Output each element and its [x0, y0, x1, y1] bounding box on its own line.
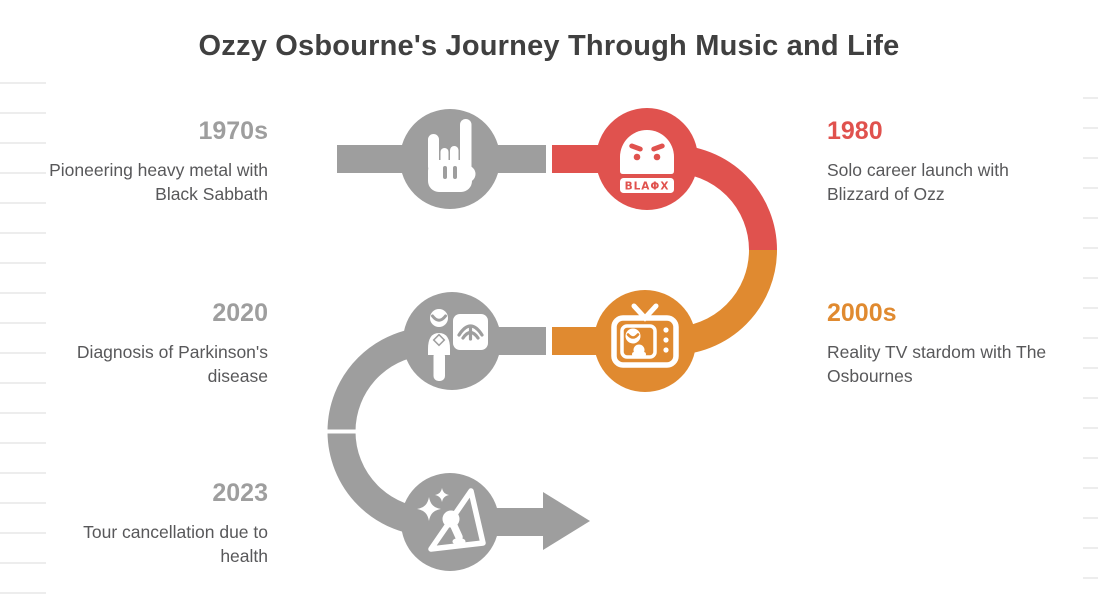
milestone-2023: 2023 Tour cancellation due to health	[43, 478, 268, 568]
milestone-year: 1970s	[198, 117, 268, 145]
milestone-1980: 1980 Solo career launch with Blizzard of…	[827, 116, 1052, 206]
stage-mic-sparkle-icon	[417, 488, 486, 552]
milestone-description: Tour cancellation due to health	[83, 522, 268, 566]
milestone-description: Pioneering heavy metal with Black Sabbat…	[49, 160, 268, 204]
timeline-node-2000s	[594, 290, 696, 392]
page-title: Ozzy Osbourne's Journey Through Music an…	[198, 30, 900, 62]
milestone-year: 2020	[212, 299, 268, 327]
ruled-lines-left	[0, 82, 46, 594]
angry-mask-icon: BLAΦX	[620, 130, 674, 193]
milestone-year: 2023	[212, 479, 268, 507]
milestone-description: Solo career launch with Blizzard of Ozz	[827, 160, 1009, 204]
timeline-connectors	[324, 145, 777, 550]
timeline-arrow	[543, 492, 590, 550]
milestone-description: Diagnosis of Parkinson's disease	[76, 342, 268, 386]
milestone-description: Reality TV stardom with The Osbournes	[827, 342, 1047, 386]
mask-banner-text: BLAΦX	[625, 181, 670, 193]
retro-tv-icon	[611, 303, 679, 368]
milestone-2000s: 2000s Reality TV stardom with The Osbour…	[827, 298, 1052, 388]
milestone-1970s: 1970s Pioneering heavy metal with Black …	[43, 116, 268, 206]
rock-hand-icon	[428, 119, 476, 192]
milestone-year: 1980	[827, 117, 883, 145]
ruled-lines-right	[1083, 97, 1098, 579]
milestone-year: 2000s	[827, 299, 897, 327]
patient-scan-icon	[428, 309, 488, 381]
milestone-2020: 2020 Diagnosis of Parkinson's disease	[43, 298, 268, 388]
